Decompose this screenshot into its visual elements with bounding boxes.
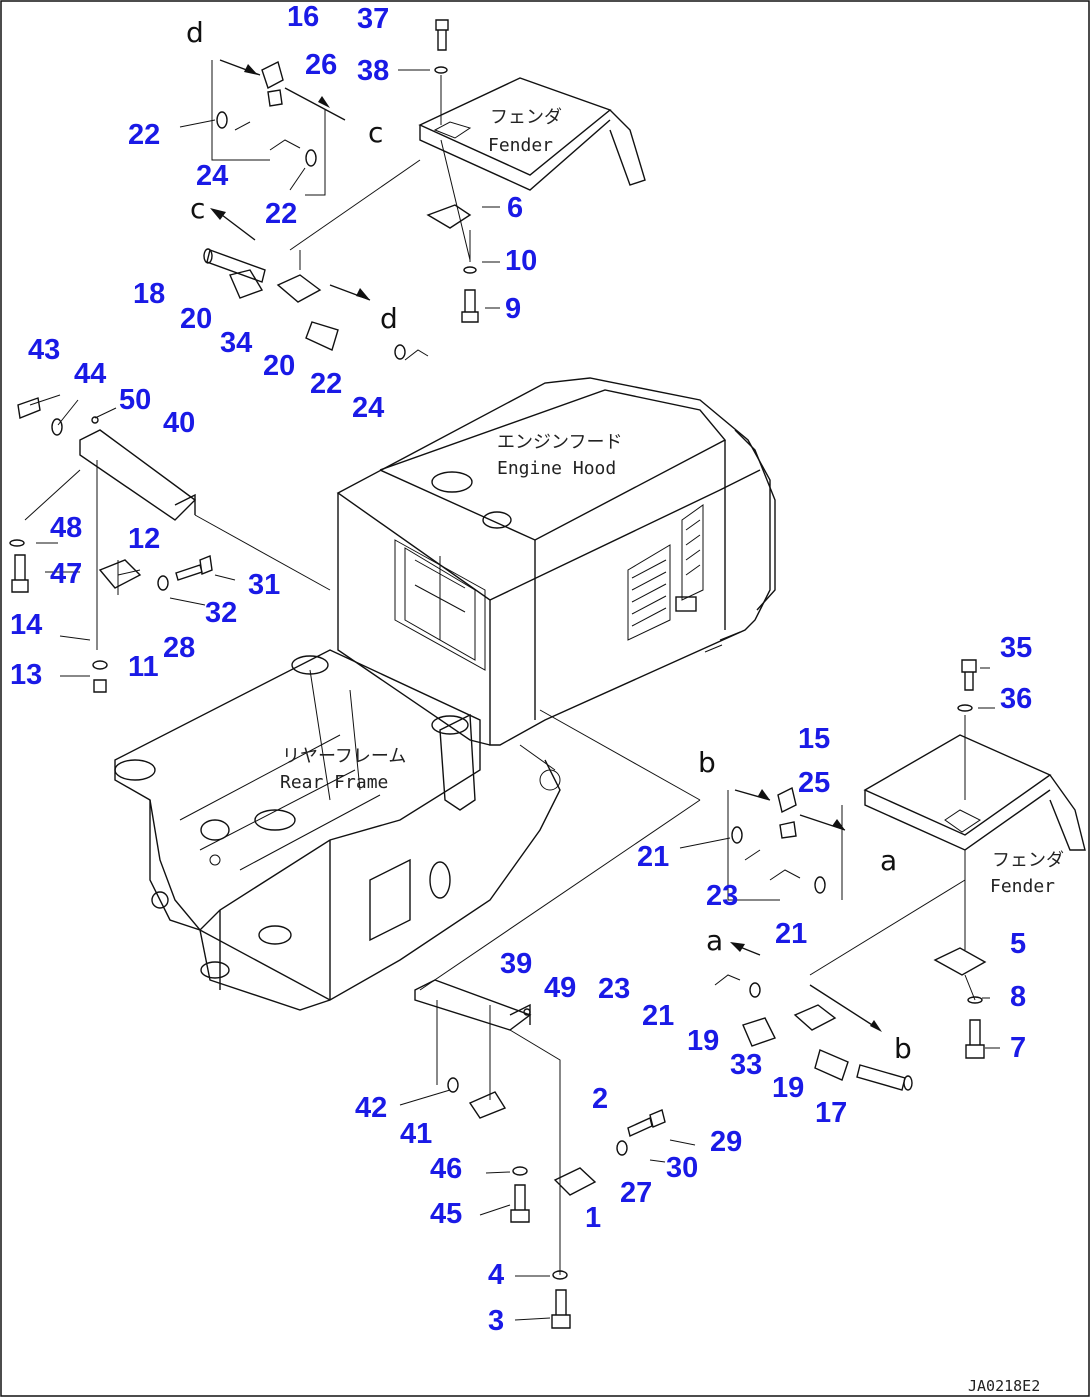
hardware <box>9 19 985 1329</box>
callout-letters: d c c d b a a b <box>186 16 912 1065</box>
part-number-36: 36 <box>1000 683 1032 715</box>
part-number-40: 40 <box>163 407 195 439</box>
leader-lines <box>24 59 1000 1321</box>
fender-label-jp-lower: フェンダ <box>992 850 1064 871</box>
part-number-43: 43 <box>28 334 60 366</box>
callout-letter-a-low: a <box>706 924 723 957</box>
part-number-49: 49 <box>544 972 576 1004</box>
callout-letter-c-top: c <box>368 116 383 149</box>
fender-label-en-upper: Fender <box>488 135 553 156</box>
part-number-22-a: 22 <box>128 119 160 151</box>
upper-fender-drawing <box>418 77 646 229</box>
part-number-21-b: 21 <box>775 918 807 950</box>
part-numbers: 1 2 3 4 5 6 7 8 9 10 11 12 13 14 15 16 1… <box>10 1 1032 1337</box>
part-number-8: 8 <box>1010 981 1026 1013</box>
part-number-26: 26 <box>305 49 337 81</box>
rear-frame-drawing <box>114 649 561 1011</box>
part-number-13: 13 <box>10 659 42 691</box>
callout-letter-c-mid: c <box>190 192 205 225</box>
part-number-42: 42 <box>355 1092 387 1124</box>
part-number-25: 25 <box>798 767 830 799</box>
part-number-46: 46 <box>430 1153 462 1185</box>
part-number-44: 44 <box>74 358 106 390</box>
part-number-35: 35 <box>1000 632 1032 664</box>
part-number-22-b: 22 <box>265 198 297 230</box>
engine-hood-label-jp: エンジンフード <box>497 432 622 453</box>
part-number-28: 28 <box>163 632 195 664</box>
part-number-3: 3 <box>488 1305 504 1337</box>
assembly-labels: フェンダ Fender エンジンフード Engine Hood リヤーフレーム … <box>280 107 1064 897</box>
part-number-39: 39 <box>500 948 532 980</box>
lower-fender-drawing <box>863 734 1086 976</box>
fender-label-jp-upper: フェンダ <box>490 107 562 128</box>
part-number-14: 14 <box>10 609 42 641</box>
engine-hood-drawing <box>336 377 776 791</box>
part-number-45: 45 <box>430 1198 462 1230</box>
part-number-10: 10 <box>505 245 537 277</box>
part-number-41: 41 <box>400 1118 432 1150</box>
part-number-16: 16 <box>287 1 319 33</box>
callout-letter-d-mid: d <box>380 302 398 335</box>
part-number-9: 9 <box>505 293 521 325</box>
part-number-20-a: 20 <box>180 303 212 335</box>
part-number-24-a: 24 <box>196 160 228 192</box>
fender-label-en-lower: Fender <box>990 876 1055 897</box>
part-number-47: 47 <box>50 558 82 590</box>
callout-letter-a-top: a <box>880 844 897 877</box>
part-number-21-a: 21 <box>637 841 669 873</box>
part-number-38: 38 <box>357 55 389 87</box>
engine-hood-label-en: Engine Hood <box>497 458 616 479</box>
part-number-17: 17 <box>815 1097 847 1129</box>
callout-letter-d-top: d <box>186 16 204 49</box>
part-number-20-b: 20 <box>263 350 295 382</box>
part-number-23-a: 23 <box>706 880 738 912</box>
part-number-4: 4 <box>488 1259 504 1291</box>
part-number-18: 18 <box>133 278 165 310</box>
part-number-34: 34 <box>220 327 252 359</box>
part-number-30: 30 <box>666 1152 698 1184</box>
part-number-11: 11 <box>128 651 159 683</box>
part-number-27: 27 <box>620 1177 652 1209</box>
callout-letter-b-top: b <box>698 746 716 779</box>
part-number-33: 33 <box>730 1049 762 1081</box>
part-number-1: 1 <box>585 1202 601 1234</box>
part-number-48: 48 <box>50 512 82 544</box>
part-number-19-b: 19 <box>772 1072 804 1104</box>
part-number-12: 12 <box>128 523 160 555</box>
part-number-6: 6 <box>507 192 523 224</box>
part-number-22-c: 22 <box>310 368 342 400</box>
rear-frame-label-en: Rear Frame <box>280 772 388 793</box>
part-number-24-b: 24 <box>352 392 384 424</box>
part-number-5: 5 <box>1010 928 1026 960</box>
part-number-29: 29 <box>710 1126 742 1158</box>
part-number-7: 7 <box>1010 1032 1026 1064</box>
part-number-2: 2 <box>592 1083 608 1115</box>
callout-letter-b-low: b <box>894 1032 912 1065</box>
drawing-code: JA0218E2 <box>968 1377 1040 1395</box>
part-number-21-c: 21 <box>642 1000 674 1032</box>
part-number-50: 50 <box>119 384 151 416</box>
part-number-19-a: 19 <box>687 1025 719 1057</box>
part-number-23-b: 23 <box>598 973 630 1005</box>
part-number-37: 37 <box>357 3 389 35</box>
part-number-32: 32 <box>205 597 237 629</box>
rear-frame-label-jp: リヤーフレーム <box>282 746 406 767</box>
part-number-15: 15 <box>798 723 830 755</box>
part-number-31: 31 <box>248 569 280 601</box>
